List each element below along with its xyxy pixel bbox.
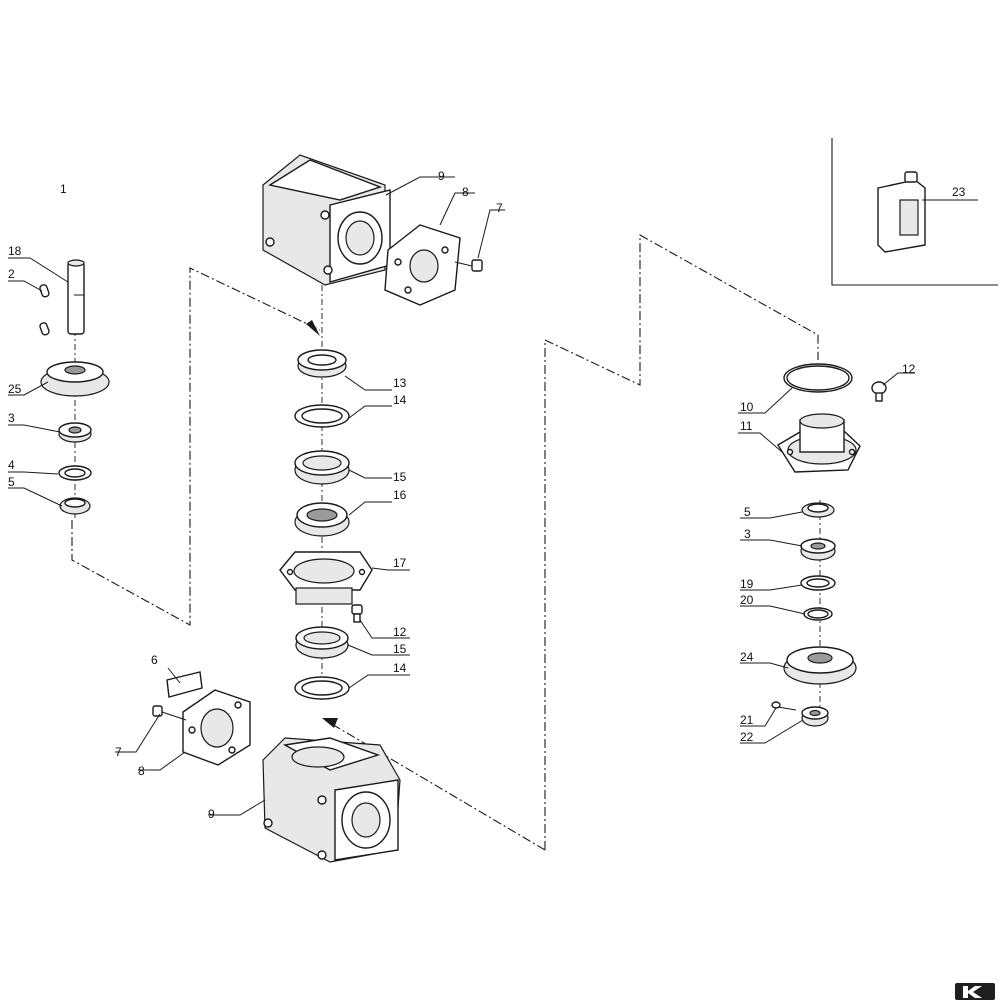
part-20-circlip [803, 607, 833, 621]
callout-7-bottom: 7 [115, 745, 122, 759]
callout-8-bottom: 8 [138, 764, 145, 778]
part-17-bearing-housing [279, 551, 373, 605]
callout-22: 22 [740, 730, 754, 744]
part-14-shim-lower [294, 676, 350, 700]
callout-21: 21 [740, 713, 754, 727]
callout-15-lower: 15 [393, 642, 407, 656]
kramp-k-logo-icon [955, 983, 995, 1000]
part-15-bearing-cup-lower [295, 626, 349, 659]
callout-9-top: 9 [438, 169, 445, 183]
callout-15-upper: 15 [393, 470, 407, 484]
part-10-o-ring [783, 363, 853, 393]
part-8-flange-bottom [182, 689, 251, 766]
callout-11: 11 [740, 419, 753, 433]
callout-23: 23 [952, 185, 966, 199]
part-22-castle-nut [801, 706, 829, 727]
part-13-nut [297, 349, 347, 378]
callout-12-right: 12 [902, 362, 916, 376]
callout-24: 24 [740, 650, 754, 664]
part-18-shaft [67, 259, 85, 335]
part-15-bearing-cup-upper [294, 450, 350, 485]
callout-7-top: 7 [496, 201, 503, 215]
part-8-flange-top [384, 224, 461, 306]
part-12-plug-right [871, 381, 887, 402]
callout-9-bottom: 9 [208, 807, 215, 821]
group-label: 1 [60, 182, 67, 196]
part-3-bearing-left [58, 422, 92, 443]
part-4-ring-left [58, 465, 92, 481]
part-24-crown-gear [783, 646, 857, 685]
flow-arrow-top [306, 320, 320, 336]
part-19-ring [800, 575, 836, 591]
callout-12-center: 12 [393, 625, 407, 639]
part-7-bolt-bottom [152, 705, 187, 721]
callout-14-upper: 14 [393, 393, 407, 407]
part-7-bolt-top [454, 259, 483, 272]
callout-16: 16 [393, 488, 407, 502]
part-6-plate [166, 671, 203, 698]
callout-17: 17 [393, 556, 407, 570]
callout-14-lower: 14 [393, 661, 407, 675]
callout-25: 25 [8, 382, 22, 396]
callout-6: 6 [151, 653, 158, 667]
callout-2: 2 [8, 267, 15, 281]
callout-leaders [8, 176, 978, 816]
part-5-seal-left [59, 497, 91, 515]
flow-line-left [71, 267, 321, 626]
callout-5-left: 5 [8, 475, 15, 489]
flow-line-lower [324, 719, 546, 851]
center-axes [74, 285, 821, 715]
part-5-seal-right [801, 502, 835, 518]
callout-5-right: 5 [744, 505, 751, 519]
part-23-oil-box [831, 138, 998, 286]
assembly-flow-lines [71, 234, 819, 851]
part-25-bevel-gear [40, 361, 110, 397]
part-11-cover-flange [777, 413, 861, 473]
callout-8-top: 8 [462, 185, 469, 199]
callout-labels: 9 8 7 18 2 25 3 4 5 13 14 15 16 17 12 15… [8, 169, 966, 821]
callout-20: 20 [740, 593, 754, 607]
part-2-keys [39, 284, 50, 336]
flow-line-middle [544, 234, 819, 850]
callout-18: 18 [8, 244, 22, 258]
callout-3-left: 3 [8, 411, 15, 425]
part-9-housing-top [262, 154, 391, 286]
part-16-bearing-cone [294, 502, 350, 537]
callout-4: 4 [8, 458, 15, 472]
callout-13: 13 [393, 376, 407, 390]
callout-19: 19 [740, 577, 754, 591]
part-14-shim-upper [294, 404, 350, 428]
callout-3-right: 3 [744, 527, 751, 541]
part-9-housing-bottom [262, 737, 401, 863]
part-3-bearing-right [800, 538, 836, 561]
callout-10: 10 [740, 400, 754, 414]
part-12-plug-center [351, 604, 363, 623]
flow-arrow-bottom [322, 718, 338, 728]
